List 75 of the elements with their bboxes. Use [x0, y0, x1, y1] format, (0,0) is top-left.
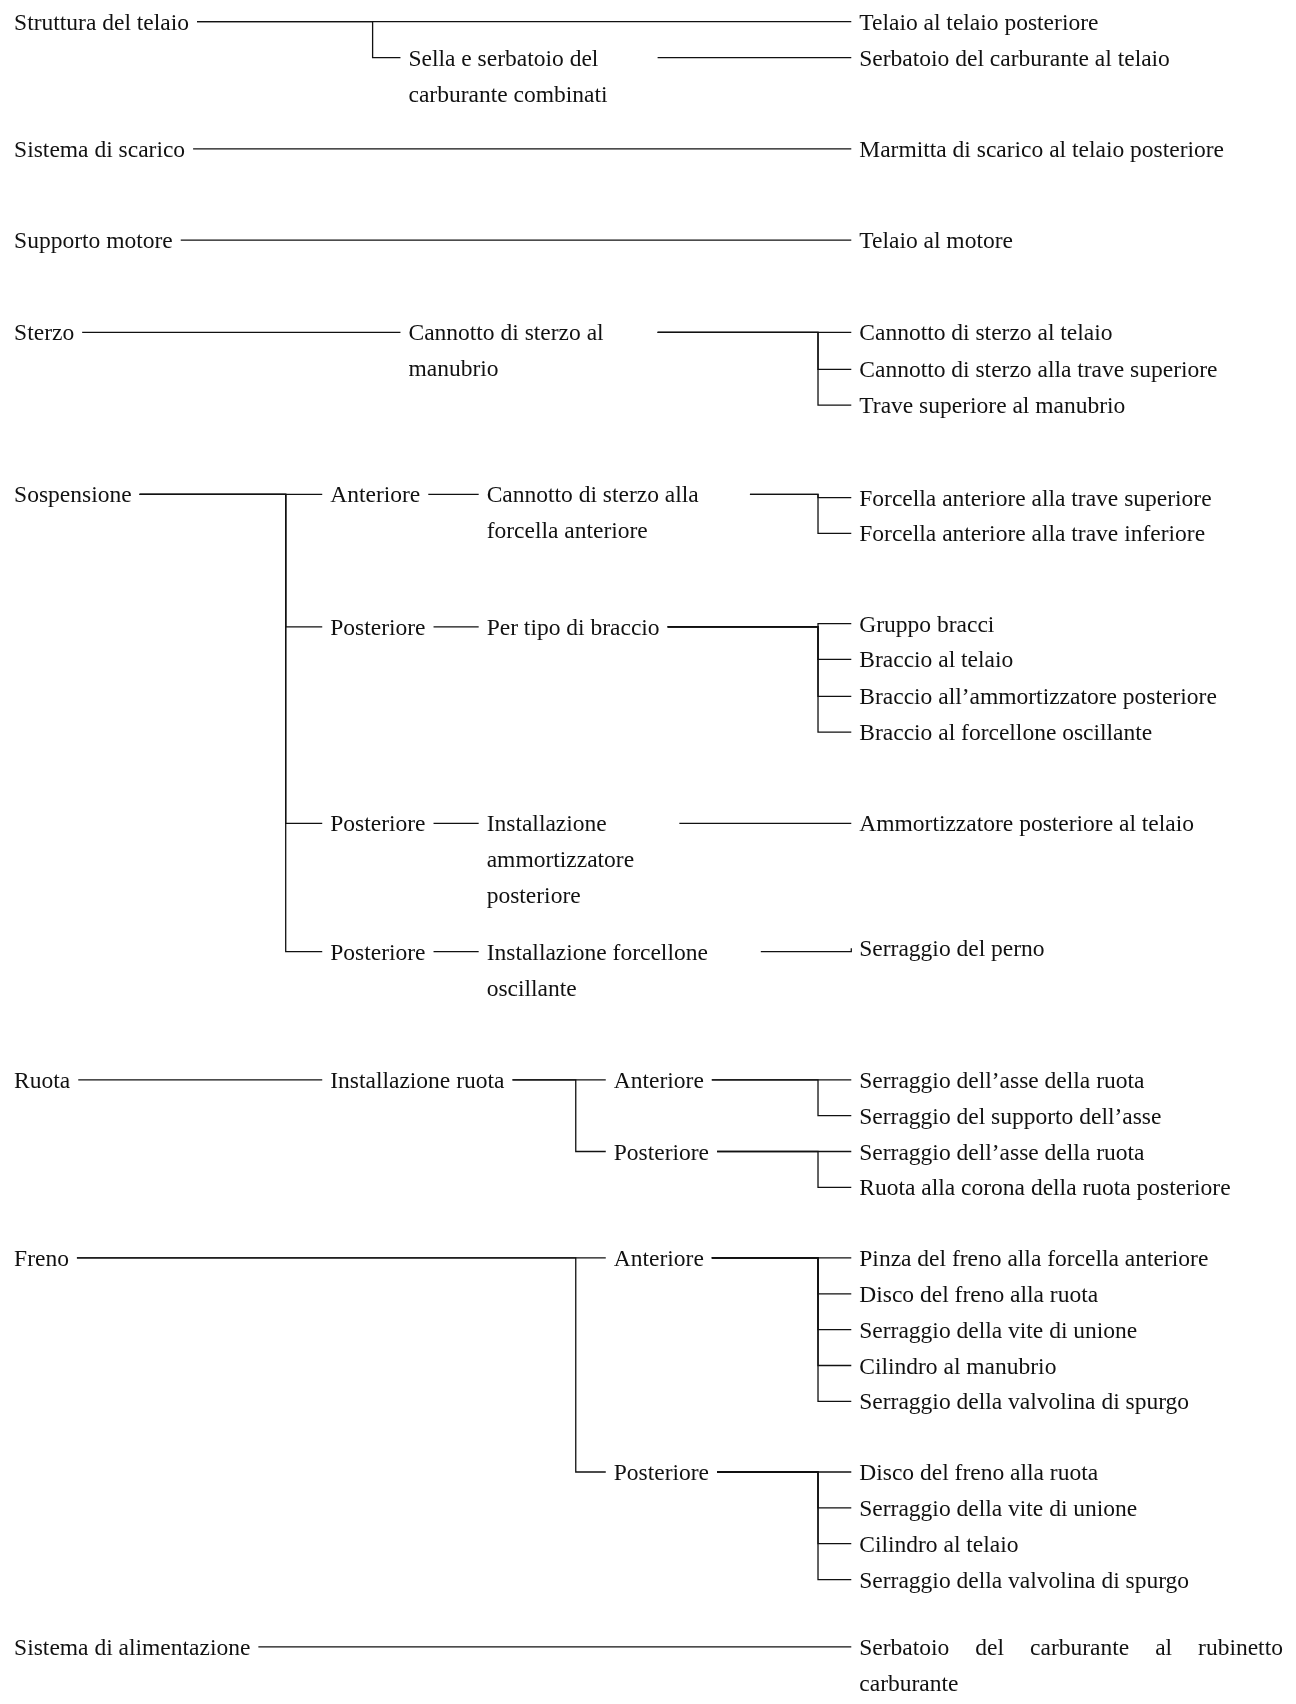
tree-item-label: Marmitta di scarico al telaio posteriore	[851, 130, 1233, 167]
tree-item-label: Serraggio della vite di unione	[851, 1311, 1146, 1348]
tree-item-label: Serbatoio del carburante al rubinetto carburante	[851, 1628, 1291, 1701]
connector-line	[656, 331, 852, 406]
tree-item-label: Forcella anteriore alla trave superiore	[851, 479, 1220, 516]
tree-item-label: Braccio al forcellone oscillante	[851, 714, 1161, 751]
connector-line	[192, 148, 852, 150]
tree-item-label: Anteriore	[605, 1061, 712, 1098]
connector-line	[711, 1257, 852, 1402]
connector-line	[180, 239, 852, 241]
tree-item-label: Posteriore	[322, 805, 434, 842]
tree-item-label: Cannotto di sterzo al telaio	[851, 314, 1121, 351]
tree-item-label: Installazione forcellone oscillante	[478, 933, 761, 1006]
connector-line	[432, 822, 480, 825]
tree-item-label: Forcella anteriore alla trave inferiore	[851, 515, 1214, 552]
tree-item-label: Serraggio dell’asse della ruota	[851, 1133, 1153, 1170]
connector-line	[749, 493, 852, 535]
tree-item-label: Posteriore	[605, 1454, 718, 1490]
connector-line	[432, 951, 480, 953]
tree-item-label: Sterzo	[6, 314, 83, 351]
tree-item-label: Ruota alla corona della ruota posteriore	[851, 1169, 1239, 1206]
tree-item-label: Posteriore	[322, 933, 434, 970]
tree-item-label: Serraggio dell’asse della ruota	[851, 1061, 1153, 1098]
tree-item-label: Cilindro al manubrio	[851, 1347, 1065, 1384]
tree-item-label: Cannotto di sterzo alla trave superiore	[851, 351, 1226, 388]
tree-item-label: Disco del freno alla ruota	[851, 1275, 1107, 1312]
tree-item-label: Serraggio della valvolina di spurgo	[851, 1561, 1198, 1598]
tree-item-label: Cannotto di sterzo alla forcella anteriore	[478, 476, 750, 549]
tree-item-label: Per tipo di braccio	[478, 608, 668, 645]
tree-item-label: Anteriore	[605, 1239, 712, 1276]
tree-item-label: Freno	[6, 1239, 77, 1276]
tree-item-label: Serraggio della vite di unione	[851, 1489, 1146, 1526]
connector-line	[81, 331, 402, 334]
connector-line	[716, 1150, 852, 1188]
connector-line	[711, 1079, 852, 1117]
tree-item-label: Sospensione	[6, 476, 140, 513]
connector-line	[257, 1646, 852, 1648]
tree-item-label: Serraggio della valvolina di spurgo	[851, 1383, 1198, 1420]
tree-item-label: Ruota	[6, 1061, 79, 1098]
tree-item-label: Telaio al telaio posteriore	[851, 3, 1107, 40]
tree-item-label: Disco del freno alla ruota	[851, 1454, 1107, 1490]
tree-item-label: Struttura del telaio	[6, 3, 197, 40]
tree-item-label: Braccio all’ammortizzatore posteriore	[851, 678, 1225, 715]
tree-item-label: Serraggio del supporto dell’asse	[851, 1097, 1170, 1134]
tree-item-label: Posteriore	[322, 608, 434, 645]
tree-item-label: Ammortizzatore posteriore al telaio	[851, 805, 1203, 842]
tree-item-label: Installazione ruota	[322, 1061, 513, 1098]
tree-item-label: Serbatoio del carburante al telaio	[851, 39, 1178, 76]
connector-line	[432, 626, 480, 628]
tree-item-label: Cilindro al telaio	[851, 1525, 1027, 1562]
tree-item-label: Gruppo bracci	[851, 605, 1003, 642]
connector-line	[77, 1079, 323, 1081]
tree-item-label: Sistema di alimentazione	[6, 1628, 259, 1665]
connector-line	[666, 626, 852, 733]
connector-line	[427, 493, 480, 495]
connector-line	[760, 947, 852, 953]
tree-item-label: Trave superiore al manubrio	[851, 387, 1134, 424]
tree-item-label: Serraggio del perno	[851, 930, 1053, 967]
tree-item-label: Cannotto di sterzo al manubrio	[400, 314, 658, 387]
connector-line	[656, 56, 852, 59]
connector-line	[138, 493, 323, 953]
tree-item-label: Braccio al telaio	[851, 641, 1022, 678]
connector-line	[716, 1471, 852, 1581]
tree-item-label: Anteriore	[322, 476, 429, 513]
connector-line	[196, 21, 402, 59]
tree-item-label: Posteriore	[605, 1133, 718, 1170]
tree-item-label: Sistema di scarico	[6, 130, 194, 167]
connector-line	[76, 1257, 607, 1473]
tree-item-label: Pinza del freno alla forcella anteriore	[851, 1239, 1217, 1276]
tree-item-label: Sella e serbatoio del carburante combinati	[400, 39, 658, 112]
tree-item-label: Telaio al motore	[851, 222, 1021, 259]
tree-item-label: Installazione ammortizzatore posteriore	[478, 805, 680, 914]
tree-item-label: Supporto motore	[6, 222, 181, 259]
connector-line	[511, 1079, 607, 1153]
connector-line	[678, 822, 852, 825]
